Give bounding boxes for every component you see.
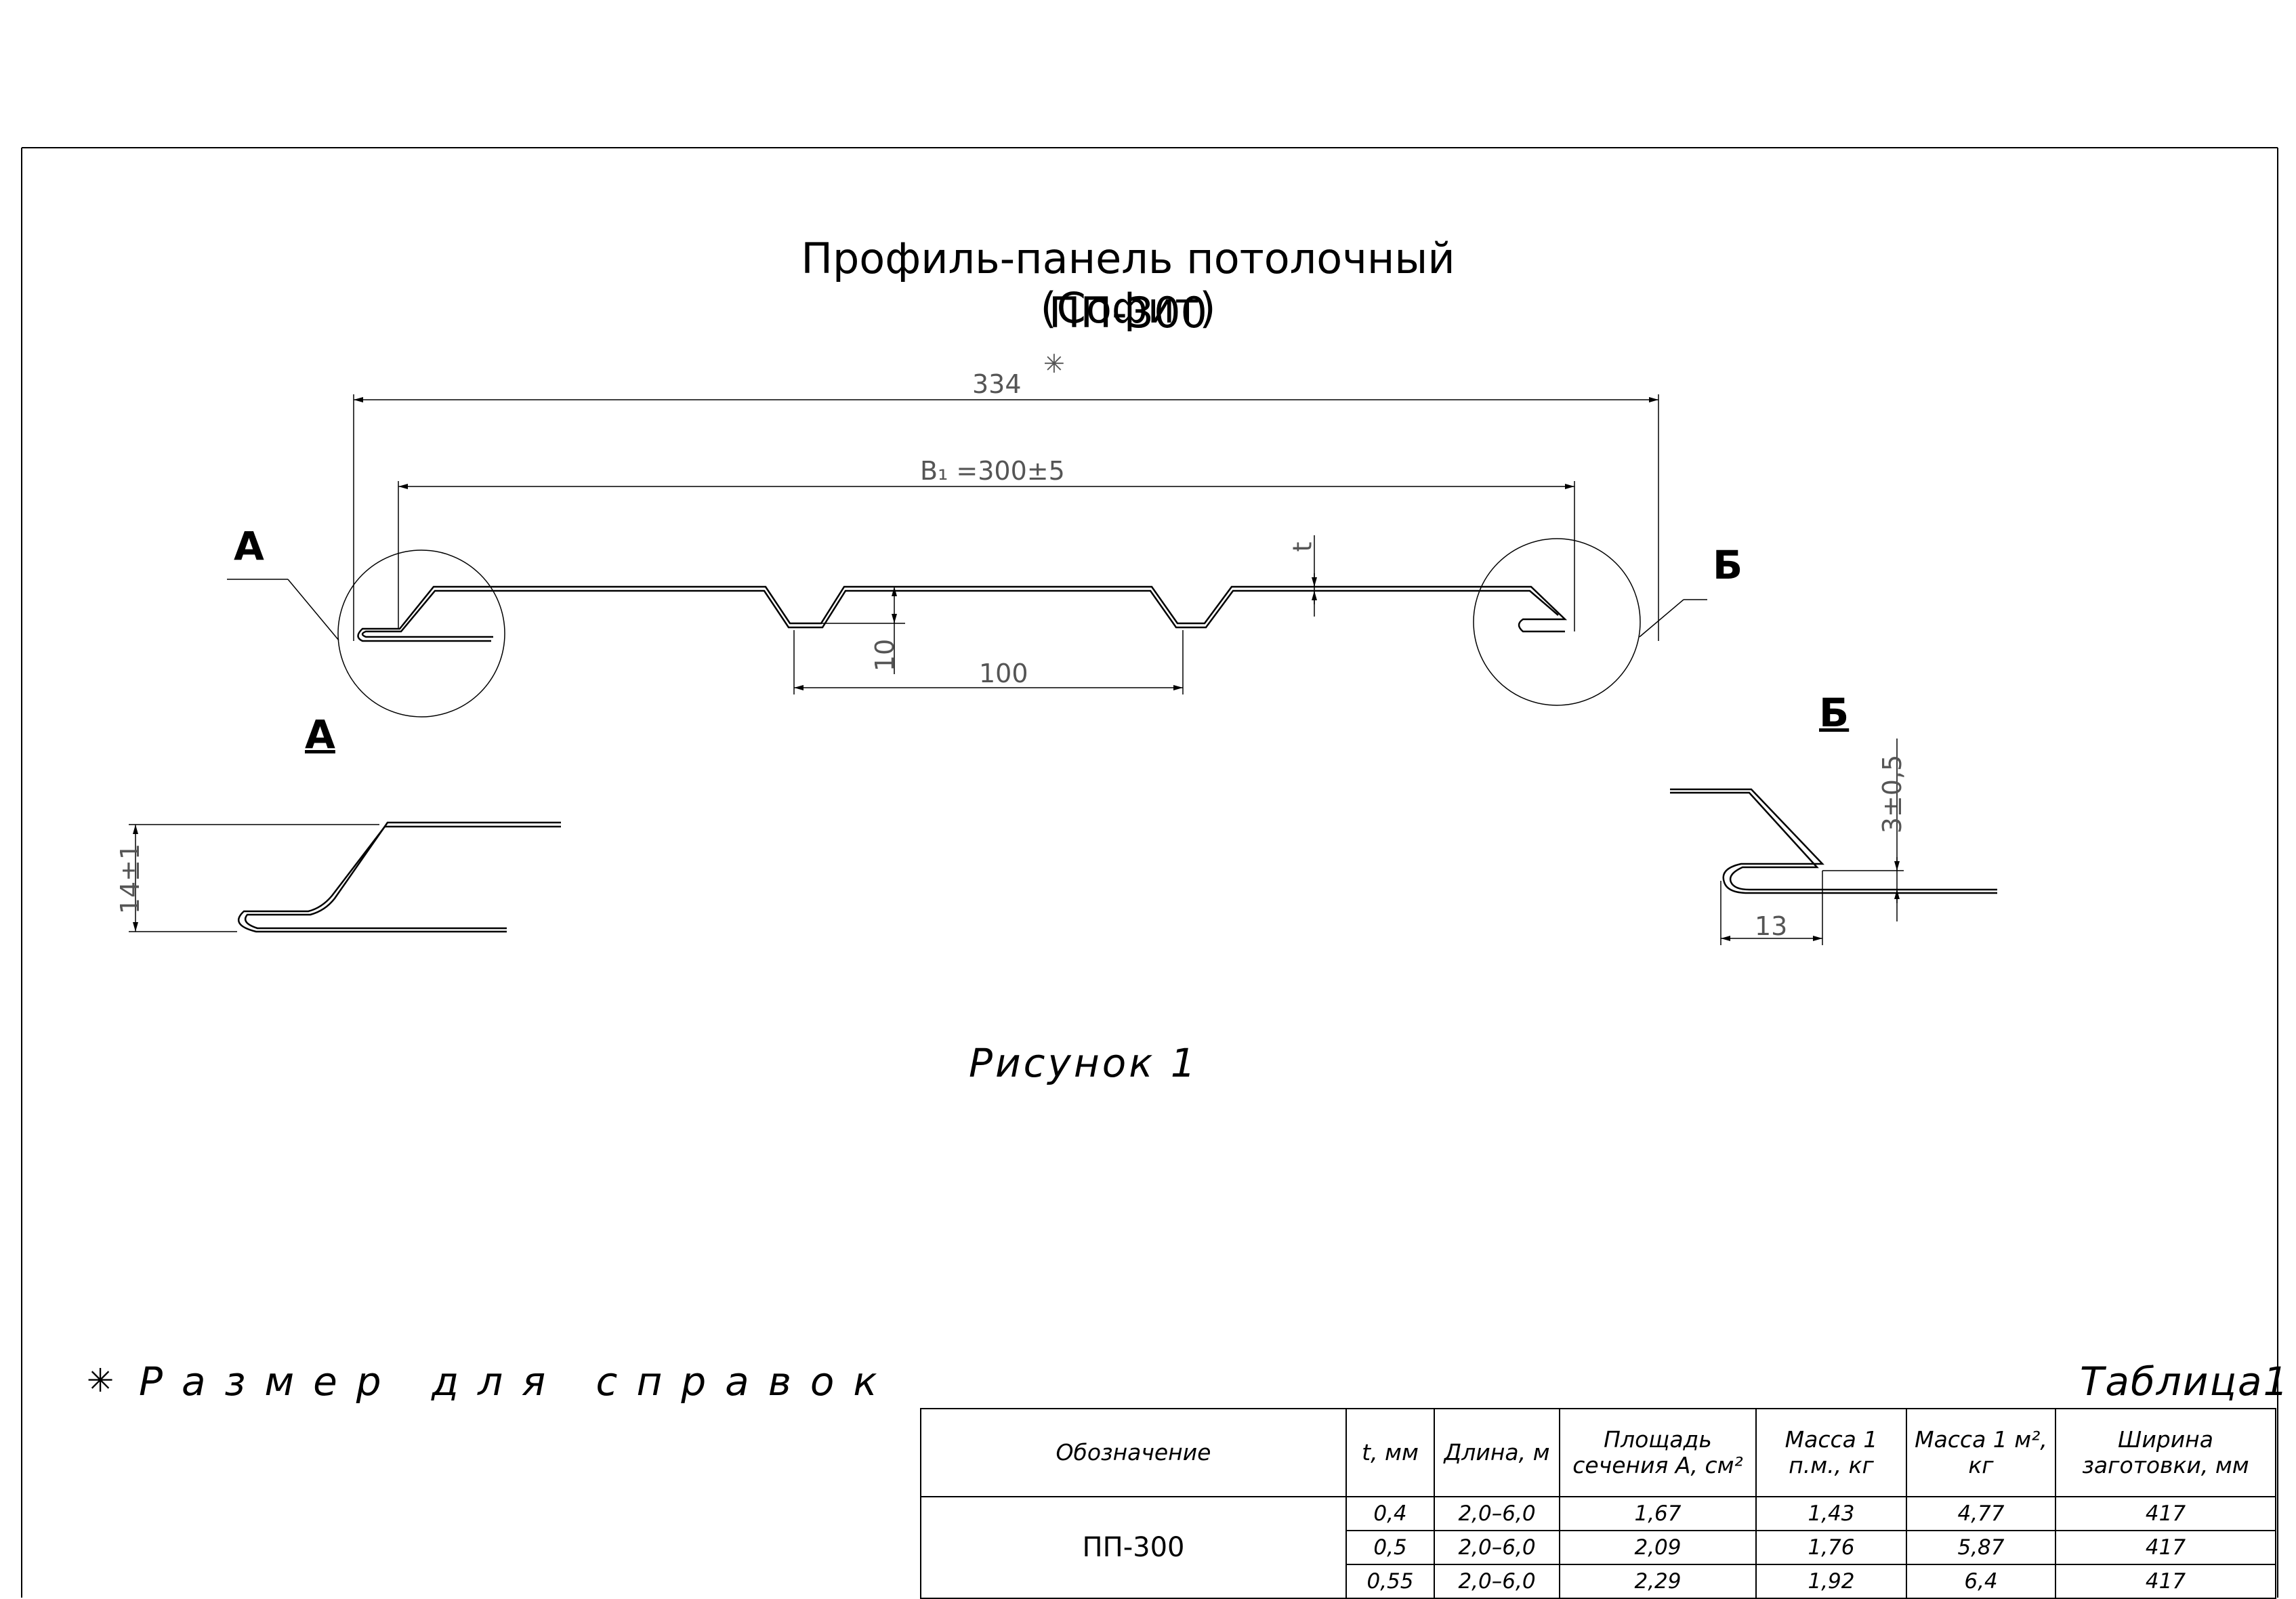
table-cell: 1,43 xyxy=(1755,1496,1907,1531)
table-cell: 2,0–6,0 xyxy=(1434,1564,1560,1599)
table-header-row: Обозначение t, мм Длина, м Площадь сечен… xyxy=(920,1408,2276,1497)
dim-effective-text: B₁ =300±5 xyxy=(920,456,1065,486)
main-profile xyxy=(357,585,1568,642)
table-cell: 1,92 xyxy=(1755,1564,1907,1599)
detail-b-profile xyxy=(1670,788,1997,894)
header-section-area: Площадь сечения А, см² xyxy=(1559,1408,1757,1497)
table-title: Таблица1 xyxy=(2080,1358,2290,1405)
dimension-thickness xyxy=(1301,535,1328,617)
table-row: 0,55 2,0–6,0 2,29 1,92 6,4 417 xyxy=(921,1564,2276,1599)
drawing-title: Профиль-панель потолочный (Софит) xyxy=(801,234,1455,333)
node-a-label: А xyxy=(234,523,264,569)
header-designation: Обозначение xyxy=(920,1408,1347,1497)
table-cell: 417 xyxy=(2055,1496,2276,1531)
table-cell: 0,4 xyxy=(1345,1496,1435,1531)
dimension-rib-height xyxy=(821,587,905,674)
table-cell: 1,76 xyxy=(1755,1530,1907,1565)
table-cell: 0,5 xyxy=(1345,1530,1435,1565)
detail-b-dimension xyxy=(1720,739,1904,945)
spec-table: Обозначение t, мм Длина, м Площадь сечен… xyxy=(920,1408,2276,1599)
designation-cell: ПП-300 xyxy=(920,1496,1347,1599)
table-cell: 5,87 xyxy=(1906,1530,2056,1565)
table-cell: 6,4 xyxy=(1906,1564,2056,1599)
dim-rib-pitch-text: 100 xyxy=(979,659,1028,688)
header-mass-per-sqm: Масса 1 м², кг xyxy=(1906,1408,2056,1497)
table-cell: 417 xyxy=(2055,1530,2276,1565)
header-thickness: t, мм xyxy=(1345,1408,1435,1497)
table-cell: 4,77 xyxy=(1906,1496,2056,1531)
reference-note-mark-icon: ✳ xyxy=(87,1362,114,1400)
table-cell: 417 xyxy=(2055,1564,2276,1599)
sheet-frame xyxy=(21,147,2278,1598)
node-b-label: Б xyxy=(1713,542,1743,588)
figure-caption: Рисунок 1 xyxy=(969,1040,1198,1086)
table-cell: 2,09 xyxy=(1559,1530,1757,1565)
dimension-overall xyxy=(353,394,1659,641)
header-mass-per-meter: Масса 1 п.м., кг xyxy=(1755,1408,1907,1497)
dim-detail-b-height-text: 3±0,5 xyxy=(1877,754,1908,834)
drawing-subtitle: ПП-300 xyxy=(1049,288,1207,337)
dim-thickness-text: t xyxy=(1287,541,1318,552)
dimension-rib-pitch xyxy=(793,630,1184,694)
reference-note: Размер для справок xyxy=(139,1358,896,1405)
detail-a-label: А xyxy=(305,711,335,757)
table-cell: 2,0–6,0 xyxy=(1434,1496,1560,1531)
dim-rib-height-text: 10 xyxy=(870,638,900,672)
header-blank-width: Ширина заготовки, мм xyxy=(2055,1408,2276,1497)
detail-a-profile xyxy=(237,821,561,933)
table-cell: 2,0–6,0 xyxy=(1434,1530,1560,1565)
table-row: 0,5 2,0–6,0 2,09 1,76 5,87 417 xyxy=(921,1530,2276,1565)
dim-detail-a-height-text: 14±1 xyxy=(115,843,146,915)
node-a-callout xyxy=(227,549,505,718)
detail-a-dimension xyxy=(129,824,379,932)
reference-mark-icon: ✳ xyxy=(1043,349,1065,379)
dim-overall-text: 334 xyxy=(972,369,1022,399)
table-row: ПП-300 0,4 2,0–6,0 1,67 1,43 4,77 417 xyxy=(920,1496,2276,1599)
table-cell: 1,67 xyxy=(1559,1496,1757,1531)
table-cell: 2,29 xyxy=(1559,1564,1757,1599)
dim-detail-b-width-text: 13 xyxy=(1755,911,1788,941)
node-b-callout xyxy=(1473,538,1707,706)
detail-b-label: Б xyxy=(1819,690,1850,736)
dimension-effective xyxy=(398,481,1575,631)
header-length: Длина, м xyxy=(1434,1408,1560,1497)
table-cell: 0,55 xyxy=(1345,1564,1435,1599)
